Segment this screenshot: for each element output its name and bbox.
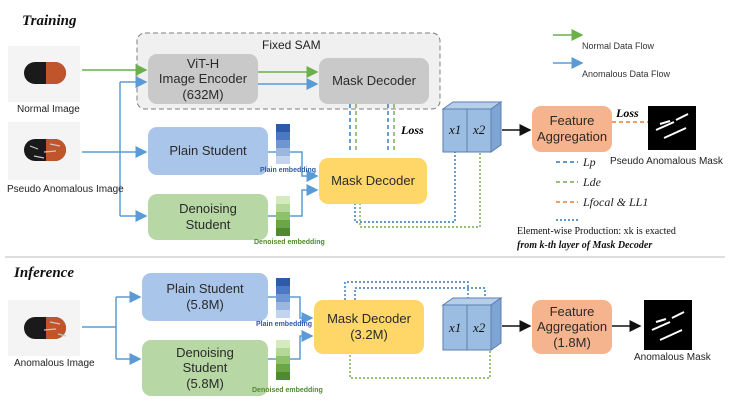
image-encoder-line-1: ViT-H: [186, 55, 220, 71]
denoising-student-line-1: Denoising: [179, 201, 237, 217]
legend-normal-flow: Normal Data Flow: [582, 41, 655, 51]
anomalous-mask-image: [644, 300, 692, 350]
legend-loss-de: Lde: [583, 175, 601, 189]
inference-plain-student-line-2: (5.8M): [186, 297, 224, 312]
pseudo-anomalous-image-caption: Pseudo Anomalous Image: [7, 184, 124, 195]
inference-mask-decoder-line-1: Mask Decoder: [327, 311, 411, 327]
training-denoised-embedding: [276, 196, 290, 236]
training-plain-embedding-caption: Plain embedding: [260, 167, 317, 174]
inference-plain-embedding: [276, 278, 290, 318]
legend-anomalous-flow: Anomalous Data Flow: [582, 69, 671, 79]
inference-feature-aggregation-box: Feature Aggregation (1.8M): [532, 300, 612, 354]
pseudo-anomalous-mask-caption: Pseudo Anomalous Mask: [610, 156, 723, 167]
inference-denoising-student-line-2: Student: [182, 360, 228, 376]
inference-feature-aggregation-line-3: (1.8M): [553, 334, 591, 350]
training-plain-embedding: [276, 124, 290, 164]
inference-x1-label: x1: [449, 320, 462, 335]
plain-student-box: Plain Student: [148, 127, 268, 175]
legend-note-line-1: Element-wise Production: xk is exacted: [517, 226, 676, 237]
image-encoder-line-2: Image Encoder: [158, 71, 248, 87]
inference-denoising-student-box: Denoising Student (5.8M): [142, 340, 268, 396]
aggregation-loss-label: Loss: [616, 106, 639, 120]
normal-image-caption: Normal Image: [17, 104, 80, 115]
training-section-title: Training: [22, 13, 77, 29]
inference-plain-student-box: Plain Student (5.8M): [142, 273, 268, 321]
feature-aggregation-line-1: Feature: [549, 113, 595, 129]
inference-plain-student-line-1: Plain Student: [166, 281, 244, 297]
training-x2-label: x2: [473, 122, 486, 137]
inference-data-flow: [82, 291, 314, 365]
image-encoder-line-3: (632M): [182, 86, 224, 102]
training-x1-label: x1: [449, 122, 462, 137]
inference-plain-embedding-caption: Plain embedding: [256, 321, 313, 328]
legend-note-line-2: from k-th layer of Mask Decoder: [517, 240, 653, 251]
inference-layer-outputs: [344, 281, 491, 379]
inference-feature-aggregation-line-2: Aggregation: [536, 319, 608, 335]
legend-loss-focal-l1: Lfocal & LL1: [583, 195, 649, 209]
anomalous-mask-caption: Anomalous Mask: [634, 352, 711, 363]
inference-section-title: Inference: [14, 265, 74, 281]
training-loss-label: Loss: [401, 123, 424, 137]
legend-loss-p: Lp: [583, 155, 596, 169]
inference-feature-aggregation-line-1: Feature: [549, 303, 595, 319]
inference-denoising-student-line-3: (5.8M): [186, 375, 224, 391]
denoising-student-box: Denoising Student: [148, 194, 268, 240]
inference-denoised-embedding: [276, 340, 290, 380]
training-layer-outputs: [354, 152, 481, 228]
anomalous-image-caption: Anomalous Image: [14, 358, 95, 369]
inference-feature-cube: [441, 297, 503, 351]
mask-decoder-box: Mask Decoder: [319, 158, 427, 204]
normal-image-thumbnail: [8, 46, 80, 102]
inference-mask-decoder-line-2: (3.2M): [350, 327, 388, 342]
feature-aggregation-box: Feature Aggregation: [532, 106, 612, 152]
normal-data-flow: [82, 64, 319, 78]
inference-x2-label: x2: [473, 320, 486, 335]
anomalous-image-thumbnail: [8, 300, 80, 356]
pseudo-anomalous-image-thumbnail: [8, 122, 80, 180]
inference-denoising-student-line-1: Denoising: [176, 344, 234, 360]
training-denoised-embedding-caption: Denoised embedding: [254, 239, 325, 246]
denoising-student-line-2: Student: [185, 217, 231, 232]
sam-mask-decoder-box: Mask Decoder: [319, 58, 429, 104]
fixed-sam-label: Fixed SAM: [262, 38, 321, 52]
pseudo-anomalous-mask-image: [648, 106, 696, 150]
inference-mask-decoder-box: Mask Decoder (3.2M): [314, 300, 424, 354]
feature-aggregation-line-2: Aggregation: [536, 129, 608, 144]
image-encoder-box: ViT-H Image Encoder (632M): [148, 54, 258, 104]
inference-denoised-embedding-caption: Denoised embedding: [252, 387, 323, 394]
